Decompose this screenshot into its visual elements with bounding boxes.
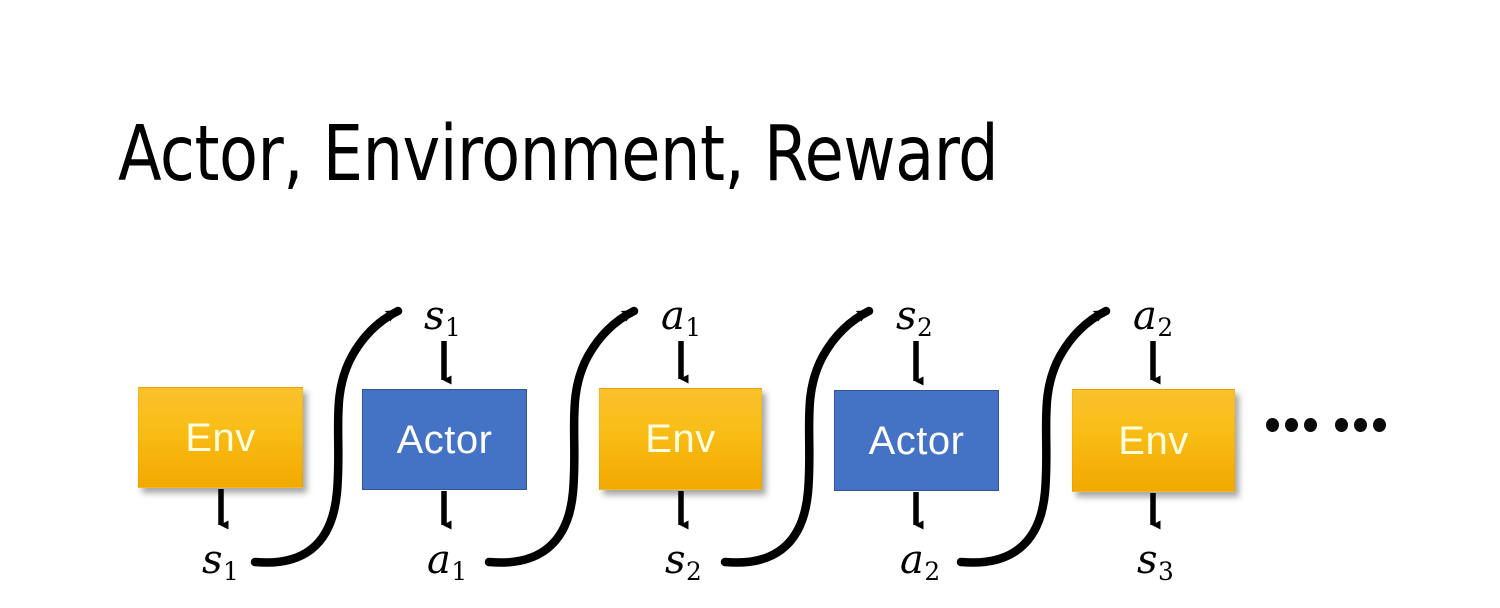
- ellipsis-dot: [1266, 418, 1279, 432]
- label-top-a1: a1: [661, 296, 701, 341]
- label-bottom-s1-symbol: s: [202, 537, 223, 583]
- label-top-a1-symbol: a: [661, 293, 685, 339]
- node-env-3-label: Env: [1118, 418, 1189, 463]
- label-bottom-a1-subscript: 1: [451, 556, 468, 586]
- label-bottom-a2: a2: [900, 540, 940, 585]
- label-bottom-s2-subscript: 2: [686, 556, 702, 586]
- label-bottom-s1: s1: [202, 540, 239, 585]
- label-bottom-a1: a1: [427, 540, 467, 585]
- label-top-s1-symbol: s: [424, 293, 445, 339]
- label-bottom-s3-subscript: 3: [1158, 556, 1174, 586]
- ellipsis-dot: [1285, 418, 1298, 432]
- node-env-1[interactable]: Env: [138, 387, 303, 488]
- label-bottom-s3: s3: [1137, 540, 1174, 585]
- label-bottom-a2-symbol: a: [900, 537, 924, 583]
- ellipsis-continuation: [1266, 418, 1386, 432]
- label-top-a1-subscript: 1: [685, 312, 702, 342]
- label-top-s1-subscript: 1: [445, 312, 461, 342]
- node-actor-1[interactable]: Actor: [362, 389, 527, 490]
- node-actor-2-label: Actor: [868, 418, 965, 463]
- label-top-s1: s1: [424, 296, 461, 341]
- ellipsis-dot: [1304, 418, 1317, 432]
- node-env-2-label: Env: [645, 417, 716, 461]
- label-bottom-a1-symbol: a: [427, 537, 451, 583]
- label-bottom-s2-symbol: s: [665, 537, 686, 583]
- label-bottom-a2-subscript: 2: [924, 556, 941, 586]
- ellipsis-dot: [1354, 418, 1367, 432]
- page-title: Actor, Environment, Reward: [118, 110, 999, 199]
- label-top-s2: s2: [896, 296, 933, 341]
- label-bottom-s3-symbol: s: [1137, 537, 1158, 583]
- node-actor-1-label: Actor: [396, 417, 493, 462]
- node-actor-2[interactable]: Actor: [834, 390, 999, 491]
- label-top-s2-symbol: s: [896, 293, 917, 339]
- down-arrows-into-boxes: [441, 341, 1161, 386]
- label-bottom-s2: s2: [665, 540, 702, 585]
- label-top-a2: a2: [1133, 296, 1173, 341]
- label-top-a2-symbol: a: [1133, 293, 1157, 339]
- label-bottom-s1-subscript: 1: [223, 556, 239, 586]
- node-env-3[interactable]: Env: [1072, 389, 1235, 492]
- node-env-1-label: Env: [185, 415, 256, 460]
- down-arrows-out-of-boxes: [218, 489, 1161, 530]
- label-top-a2-subscript: 2: [1157, 312, 1174, 342]
- ellipsis-dot: [1335, 418, 1348, 432]
- node-env-2[interactable]: Env: [599, 388, 762, 490]
- label-top-s2-subscript: 2: [917, 312, 933, 342]
- ellipsis-dot: [1373, 418, 1386, 432]
